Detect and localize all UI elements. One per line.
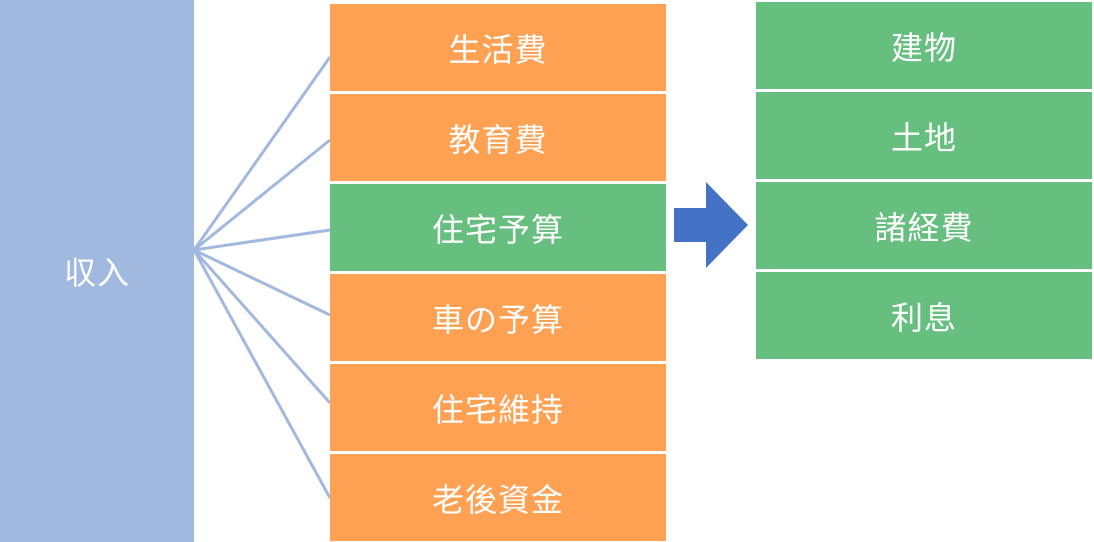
expense-box: 車の予算 [330, 274, 666, 361]
connector-line [192, 56, 332, 251]
expense-label: 車の予算 [431, 300, 564, 339]
breakdown-box: 建物 [756, 2, 1092, 89]
expense-label: 教育費 [448, 120, 548, 159]
income-label: 収入 [63, 254, 130, 292]
breakdown-box: 土地 [756, 92, 1092, 179]
connector-line [193, 228, 331, 252]
breakdown-label: 利息 [890, 298, 957, 337]
income-box: 収入 [0, 0, 194, 542]
expense-label: 老後資金 [431, 480, 564, 519]
expense-box: 住宅予算 [330, 184, 666, 271]
connector-line [193, 248, 331, 317]
connector-line [192, 249, 332, 404]
arrow-shape [674, 182, 748, 268]
housing-breakdown-column: 建物土地諸経費利息 [756, 2, 1092, 360]
expense-box: 住宅維持 [330, 364, 666, 451]
breakdown-label: 建物 [890, 28, 957, 67]
expense-label: 住宅予算 [431, 210, 564, 249]
connector-line [192, 249, 332, 499]
expense-column: 生活費教育費住宅予算車の予算住宅維持老後資金 [330, 4, 666, 541]
connector-line [193, 138, 331, 252]
expense-box: 生活費 [330, 4, 666, 91]
expense-box: 教育費 [330, 94, 666, 181]
breakdown-box: 利息 [756, 272, 1092, 359]
breakdown-label: 土地 [890, 118, 957, 157]
right-arrow-icon [674, 182, 748, 268]
expense-label: 生活費 [448, 30, 548, 69]
expense-box: 老後資金 [330, 454, 666, 541]
breakdown-label: 諸経費 [874, 208, 974, 247]
breakdown-box: 諸経費 [756, 182, 1092, 269]
expense-label: 住宅維持 [431, 390, 564, 429]
